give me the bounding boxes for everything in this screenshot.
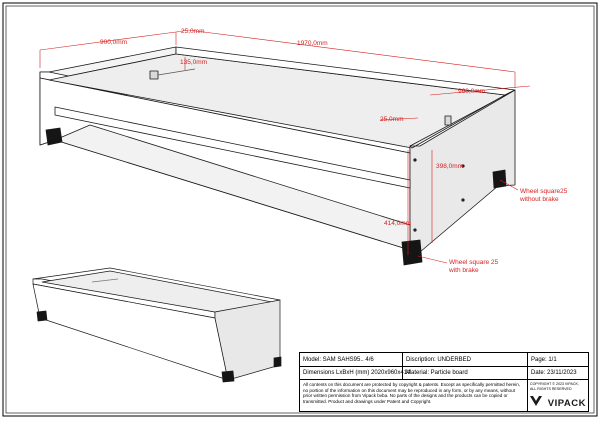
leader-wheel-brake [417, 255, 448, 264]
preview-rod [91, 278, 119, 283]
screw-2 [413, 228, 417, 232]
dimension-labels: 900,0mm 25,0mm 1970,0mm 135,0mm 960,0mm … [100, 28, 568, 274]
dim-line-depth [39, 31, 177, 51]
callout-wheel-no-brake-2: without brake [519, 196, 559, 203]
tb-row-divider-2 [300, 379, 588, 380]
tb-dimensions: Dimensions LxBxH (mm) 2020x960x414 [303, 370, 411, 376]
dim-line-thickness-side [379, 117, 419, 121]
sheet-inner-border [5, 5, 595, 414]
dim-line-length [187, 29, 516, 73]
tb-copyright: COPYRIGHT © 2023 VIPACK, [530, 382, 579, 386]
tb-rights: ALL RIGHTS RESERVED [530, 387, 572, 391]
right-end-top-edge [409, 89, 516, 149]
screw-1 [413, 158, 417, 162]
label-inner-height: 398,0mm [436, 163, 463, 170]
rail-bracket-left [149, 70, 159, 80]
tb-col-divider-1 [402, 353, 403, 379]
tb-description: Discription: UNDERBED [406, 357, 472, 363]
wheel-back-right [492, 169, 507, 189]
label-width: 960,0mm [458, 88, 485, 95]
tb-legal-notes: All contents on this document are protec… [303, 382, 521, 404]
tb-date: Date: 23/11/2023 [531, 370, 577, 376]
label-depth: 900,0mm [100, 39, 127, 46]
screw-4 [461, 198, 465, 202]
main-bed-frame [39, 46, 516, 266]
dimension-lines [39, 29, 531, 264]
tb-brand: VIPACK [547, 398, 586, 409]
callout-wheel-no-brake-1: Wheel square25 [520, 188, 568, 195]
title-block: Model: SAM SAHS95.. 4/6 Discription: UND… [299, 352, 589, 412]
sheet-border [2, 2, 598, 417]
preview-wheel-back [273, 356, 282, 368]
callout-wheel-brake-1: Wheel square 25 [449, 259, 499, 266]
preview-bed-frame [32, 267, 282, 383]
leader-wheel-no-brake [499, 179, 519, 191]
tb-col-divider-2 [527, 353, 528, 411]
tb-material: Material: Particle board [406, 370, 468, 376]
support-rod [157, 68, 196, 76]
wheel-front-right [401, 239, 423, 266]
preview-wheel-front [221, 370, 235, 383]
preview-wheel-left [36, 310, 48, 322]
dim-line-width [429, 85, 531, 96]
label-thickness-side: 25,0mm [380, 116, 403, 123]
callout-wheel-brake-2: with brake [448, 267, 479, 274]
tb-row-divider-1 [300, 366, 588, 367]
label-length: 1970,0mm [297, 40, 328, 47]
preview-right-panel [214, 299, 281, 381]
front-inner-rail [54, 106, 411, 189]
rail-bracket-right [444, 115, 452, 126]
dim-line-thickness-top [175, 29, 189, 33]
screw-3 [461, 164, 465, 168]
underside-shade [54, 124, 411, 251]
tb-page: Page: 1/1 [531, 357, 557, 363]
vipack-logo-icon [530, 396, 542, 406]
label-rail-offset: 135,0mm [180, 59, 207, 66]
tb-model: Model: SAM SAHS95.. 4/6 [303, 357, 374, 363]
wheel-left-front [45, 127, 63, 146]
label-thickness-top: 25,0mm [181, 28, 204, 35]
label-total-height: 414,0mm [384, 220, 411, 227]
